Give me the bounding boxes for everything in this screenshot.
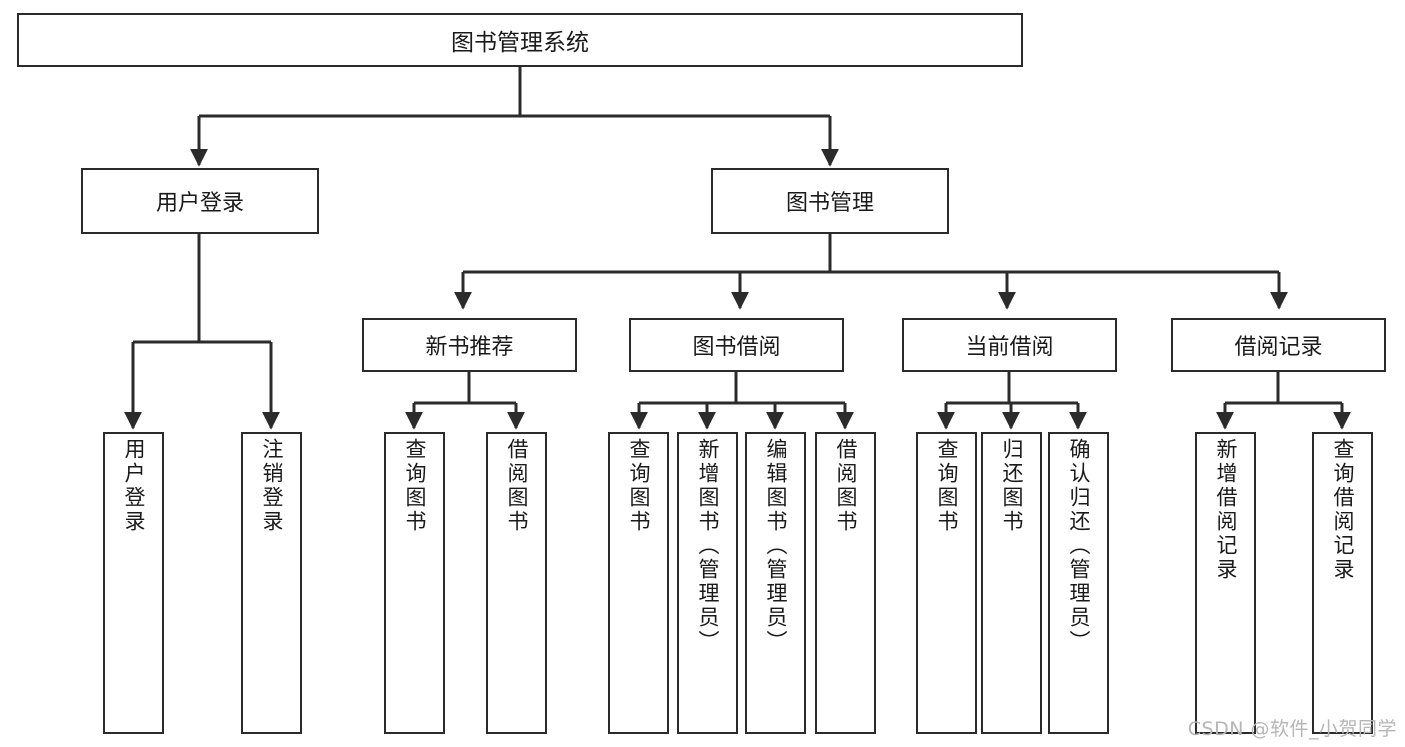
leaf-nb-borrow-book[interactable]: 借阅图书 [486, 432, 547, 734]
node-book-manage[interactable]: 图书管理 [711, 168, 949, 234]
node-book-borrow[interactable]: 图书借阅 [629, 318, 844, 372]
leaf-bb-borrow-book-label: 借阅图书 [834, 438, 858, 534]
leaf-cb-confirm-return[interactable]: 确认归还（管理员） [1048, 432, 1109, 734]
node-user-login-label: 用户登录 [155, 191, 244, 216]
node-root[interactable]: 图书管理系统 [17, 13, 1023, 67]
node-borrow-record[interactable]: 借阅记录 [1171, 318, 1386, 372]
node-current-borrow-label: 当前借阅 [965, 335, 1054, 360]
leaf-logout-label: 注销登录 [260, 438, 284, 534]
leaf-nb-borrow-book-label: 借阅图书 [505, 438, 529, 534]
leaf-bb-add-book[interactable]: 新增图书（管理员） [677, 432, 738, 734]
leaf-cb-confirm-return-label: 确认归还（管理员） [1067, 438, 1091, 654]
leaf-bb-borrow-book[interactable]: 借阅图书 [815, 432, 876, 734]
leaf-br-query-record[interactable]: 查询借阅记录 [1312, 432, 1373, 734]
leaf-br-add-record-label: 新增借阅记录 [1214, 438, 1238, 582]
leaf-bb-add-book-label: 新增图书（管理员） [696, 438, 720, 654]
leaf-nb-query-book-label: 查询图书 [403, 438, 427, 534]
node-user-login[interactable]: 用户登录 [81, 168, 319, 234]
leaf-bb-edit-book[interactable]: 编辑图书（管理员） [745, 432, 806, 734]
node-root-label: 图书管理系统 [451, 30, 589, 56]
node-book-borrow-label: 图书借阅 [692, 335, 781, 360]
leaf-bb-edit-book-label: 编辑图书（管理员） [764, 438, 788, 654]
leaf-cb-return-book[interactable]: 归还图书 [981, 432, 1042, 734]
leaf-br-query-record-label: 查询借阅记录 [1331, 438, 1355, 582]
leaf-nb-query-book[interactable]: 查询图书 [384, 432, 445, 734]
node-current-borrow[interactable]: 当前借阅 [902, 318, 1117, 372]
leaf-cb-query-book[interactable]: 查询图书 [916, 432, 977, 734]
node-borrow-record-label: 借阅记录 [1234, 335, 1323, 360]
leaf-cb-return-book-label: 归还图书 [1000, 438, 1024, 534]
node-new-book-recommend-label: 新书推荐 [425, 335, 514, 360]
leaf-cb-query-book-label: 查询图书 [935, 438, 959, 534]
node-new-book-recommend[interactable]: 新书推荐 [362, 318, 577, 372]
leaf-logout[interactable]: 注销登录 [241, 432, 302, 734]
leaf-user-login-label: 用户登录 [122, 438, 146, 534]
leaf-bb-query-book[interactable]: 查询图书 [608, 432, 669, 734]
node-book-manage-label: 图书管理 [785, 191, 874, 216]
leaf-bb-query-book-label: 查询图书 [627, 438, 651, 534]
leaf-user-login[interactable]: 用户登录 [103, 432, 164, 734]
watermark: CSDN @软件_小贺同学 [1187, 718, 1397, 740]
leaf-br-add-record[interactable]: 新增借阅记录 [1195, 432, 1256, 734]
